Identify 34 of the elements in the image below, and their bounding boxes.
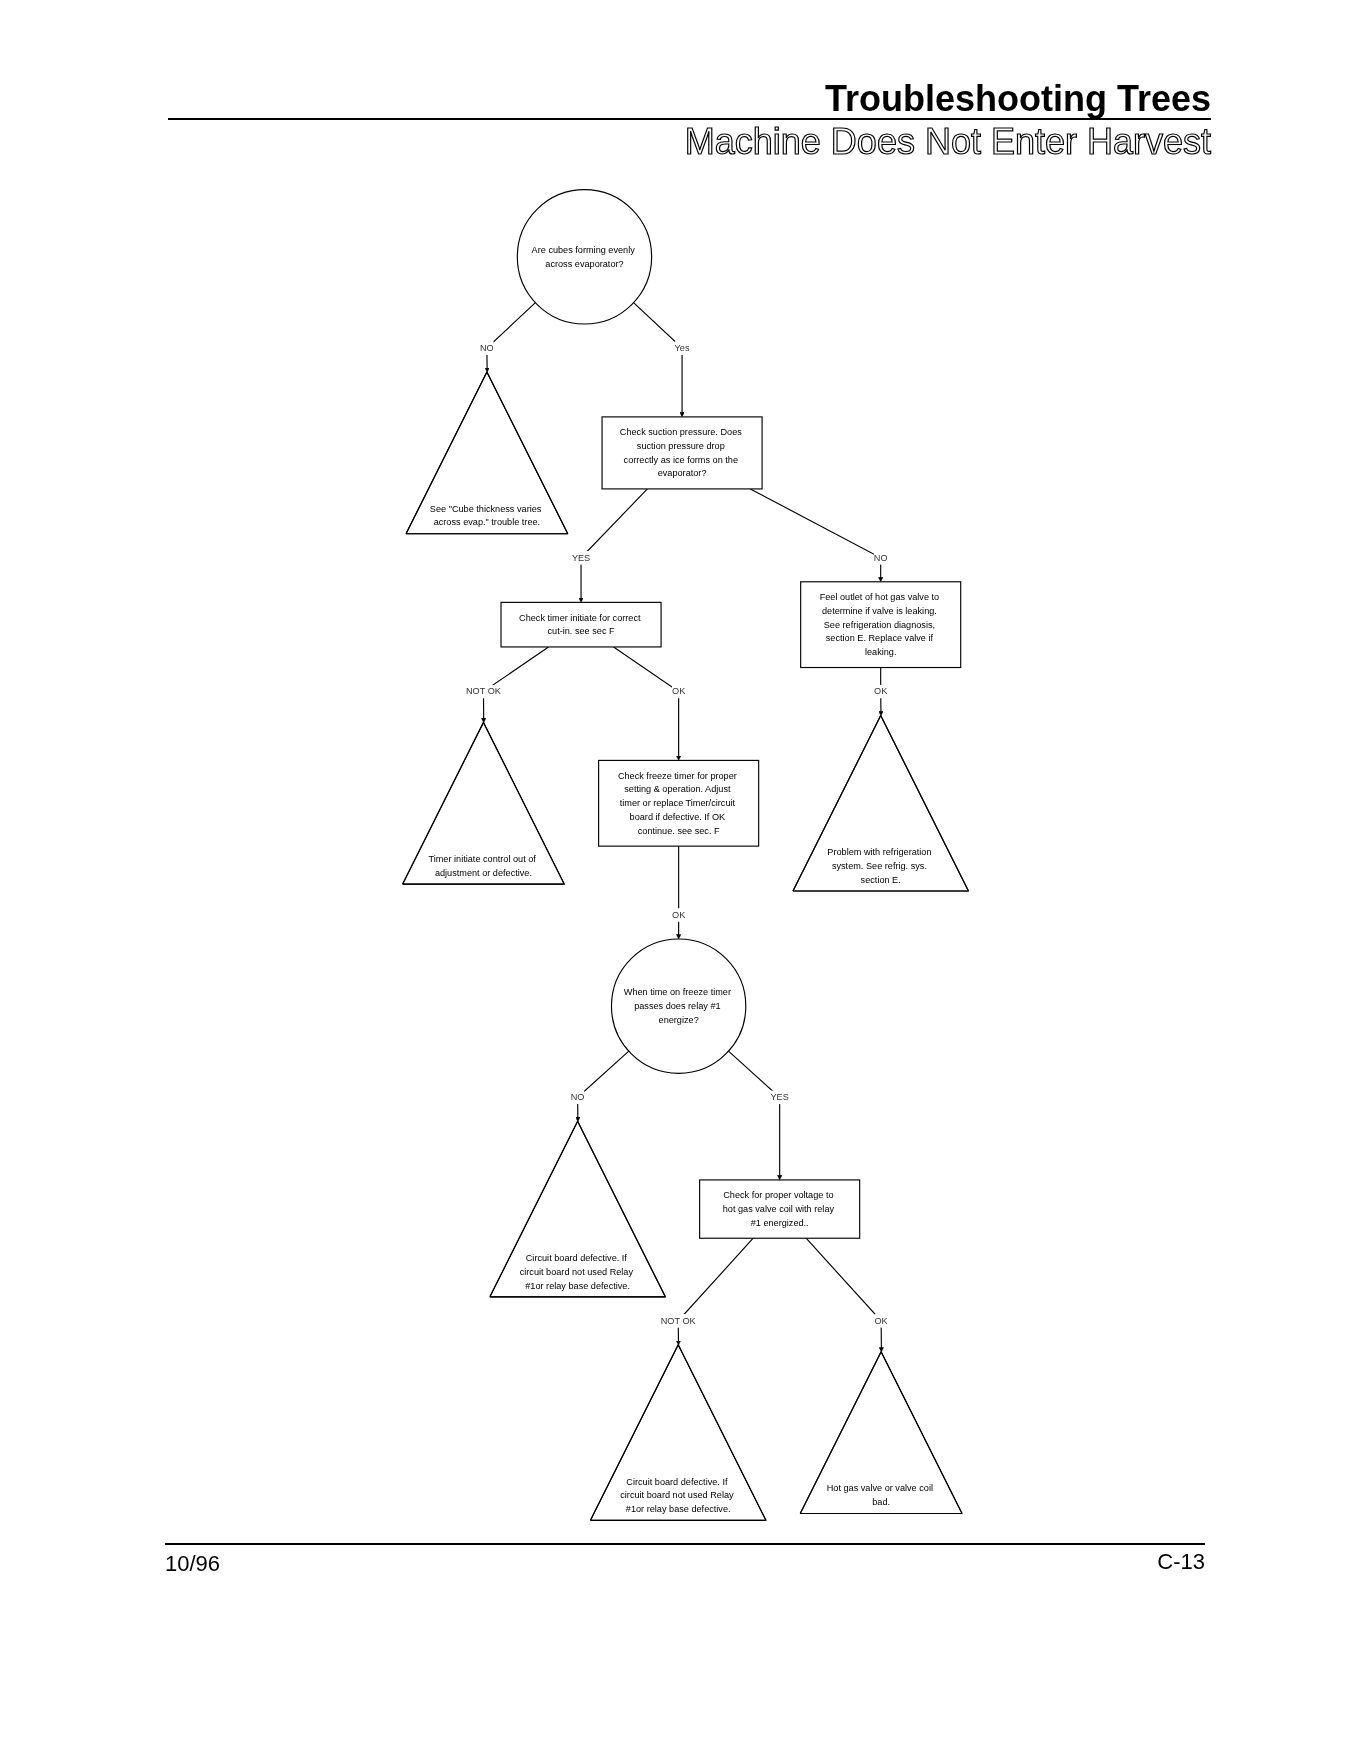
arrow: [805, 1237, 884, 1353]
edge-label: OK: [873, 686, 887, 697]
edge-label: NOT OK: [660, 1315, 696, 1326]
arrow: [574, 1050, 629, 1122]
arrow: [749, 488, 883, 582]
arrow: [727, 1050, 782, 1181]
edge-label: OK: [671, 686, 685, 697]
page-subtitle: Machine Does Not Enter Harvest: [684, 122, 1211, 162]
node-box: Check freeze timer for proper setting & operation. Adjust timer or replace Timer/circuit board if defective. If OK continue. see sec. F: [597, 759, 759, 847]
edge-label: NO: [873, 552, 888, 563]
arrow: [675, 1237, 754, 1346]
edge-label: YES: [770, 1092, 789, 1102]
edge-label: OK: [874, 1315, 888, 1326]
node-circle: Are cubes forming evenly across evaporator?: [516, 189, 652, 325]
edge-label: NO: [570, 1092, 584, 1102]
node-box: Check for proper voltage to hot gas valve coil with relay #1 energized..: [698, 1179, 860, 1239]
node-box: Check suction pressure. Does suction pressure drop correctly as ice forms on the evaporator?: [600, 416, 763, 490]
footer-date: 10/96: [165, 1551, 221, 1577]
edge-label: OK: [671, 909, 685, 920]
arrow: [877, 666, 883, 717]
edge-label: YES: [571, 552, 590, 563]
node-box: Check timer initiate for correct cut-in. see sec F: [499, 601, 662, 648]
arrow: [675, 845, 681, 940]
page-title: Troubleshooting Trees: [824, 80, 1211, 118]
arrow: [612, 646, 681, 761]
edge-label: Yes: [674, 342, 690, 353]
node-box: Feel outlet of hot gas valve to determine if valve is leaking. See refrigeration diagnosis, section E. Replace valve if leaking.: [799, 581, 961, 669]
edge-label: NOT OK: [465, 686, 501, 697]
page-number: C-13: [1157, 1549, 1205, 1575]
node-circle: When time on freeze timer passes does relay #1 energize?: [610, 938, 746, 1074]
arrow: [632, 302, 685, 418]
arrow: [578, 488, 648, 603]
arrow: [484, 302, 536, 373]
edge-label: NO: [479, 342, 494, 353]
